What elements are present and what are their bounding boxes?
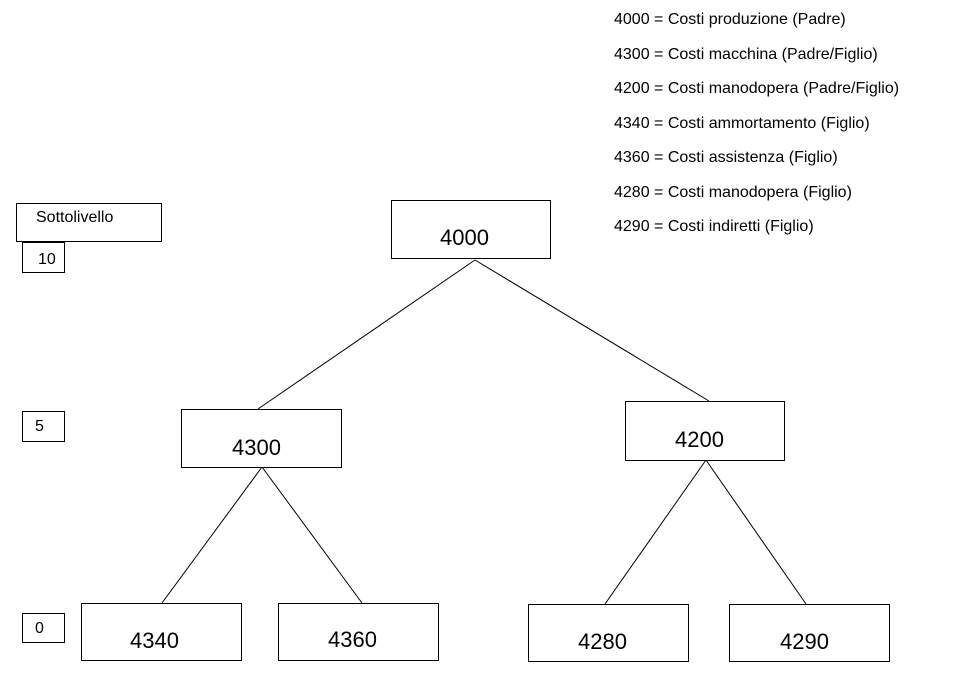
legend: 4000 = Costi produzione (Padre) 4300 = C… [614,11,899,253]
legend-item: 4360 = Costi assistenza (Figlio) [614,149,838,166]
sublevel-10-label: 10 [38,251,56,268]
node-4280-label: 4280 [578,629,627,654]
sublevel-0-box: 0 [22,613,65,643]
edge-4300-4360 [261,466,363,604]
edge-4300-4340 [161,466,263,604]
edge-4200-4280 [604,459,707,605]
node-4340-label: 4340 [130,628,179,653]
node-4290-label: 4290 [780,629,829,654]
edge-4200-4290 [705,459,807,605]
sublevel-0-label: 0 [35,620,44,637]
legend-item: 4000 = Costi produzione (Padre) [614,11,846,28]
legend-item: 4340 = Costi ammortamento (Figlio) [614,114,870,132]
sublevel-5-box: 5 [22,411,65,442]
node-4000-label: 4000 [440,225,489,250]
node-4200: 4200 [625,401,785,461]
node-4360: 4360 [278,603,439,661]
sublevel-header-box: Sottolivello [16,203,162,242]
node-4000: 4000 [391,200,551,259]
node-4300: 4300 [181,409,342,468]
legend-item: 4290 = Costi indiretti (Figlio) [614,218,814,235]
legend-item: 4200 = Costi manodopera (Padre/Figlio) [614,80,900,97]
edge-4000-4300 [257,259,476,410]
legend-item: 4300 = Costi macchina (Padre/Figlio) [614,45,878,63]
sublevel-10-box: 10 [22,242,65,273]
node-4340: 4340 [81,603,242,661]
legend-item: 4280 = Costi manodopera (Figlio) [614,183,852,201]
sublevel-title: Sottolivello [36,209,114,226]
node-4360-label: 4360 [328,627,377,652]
node-4300-label: 4300 [232,435,281,460]
node-4280: 4280 [528,604,689,662]
sublevel-5-label: 5 [35,418,44,435]
node-4200-label: 4200 [675,427,724,452]
node-4290: 4290 [729,604,890,662]
edge-4000-4200 [474,259,710,402]
